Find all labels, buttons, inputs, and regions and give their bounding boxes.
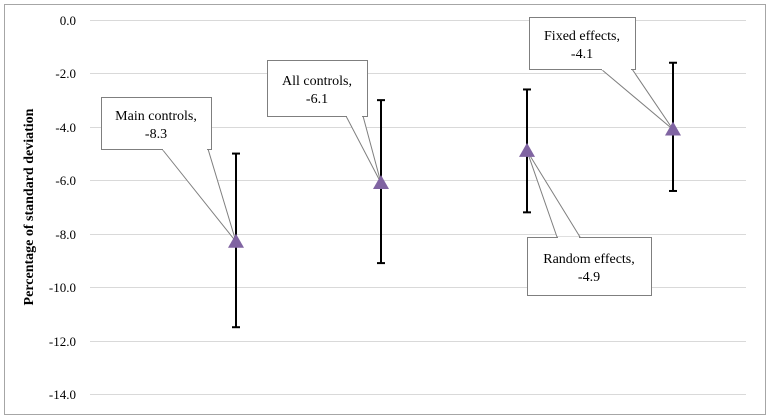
callout-value: -8.3 [145, 127, 167, 142]
data-point-marker [373, 174, 389, 189]
callout-label: Random effects, [543, 252, 635, 267]
y-axis-title: Percentage of standard deviation [22, 108, 37, 305]
data-point-marker [665, 121, 681, 136]
callout-pointer [599, 68, 674, 130]
y-tick-label: -8.0 [55, 227, 76, 242]
gridlines [90, 20, 746, 395]
point-markers [228, 121, 681, 248]
y-tick-label: -12.0 [49, 334, 76, 349]
y-tick-label: -6.0 [55, 173, 76, 188]
callout-pointer [345, 115, 382, 184]
data-label-callout: All controls, -6.1 [267, 60, 368, 118]
data-label-callout: Random effects, -4.9 [527, 236, 652, 296]
data-point-marker [519, 142, 535, 157]
callout-pointer [160, 148, 237, 243]
callout-label: Main controls, [115, 109, 197, 124]
chart-frame [4, 4, 766, 415]
data-label-callout: Main controls, -8.3 [101, 97, 212, 151]
y-tick-label: -14.0 [49, 387, 76, 402]
callout-value: -4.1 [571, 47, 593, 62]
callout-label: All controls, [282, 74, 352, 89]
callout-pointer [526, 150, 581, 238]
callout-box [527, 237, 652, 296]
callout-value: -6.1 [306, 92, 328, 107]
callout-box [267, 60, 368, 117]
callout-value: -4.9 [578, 270, 600, 285]
callout-connectors [160, 68, 674, 243]
y-tick-labels: 0.0 -2.0 -4.0 -6.0 -8.0 -10.0 -12.0 -14.0 [49, 13, 76, 402]
y-tick-label: -10.0 [49, 280, 76, 295]
callouts: Main controls, -8.3 All controls, -6.1Rando… [101, 17, 652, 296]
callout-box [529, 17, 636, 70]
callout-box [101, 97, 212, 150]
data-label-callout: Fixed effects, -4.1 [529, 17, 636, 71]
callout-label: Fixed effects, [544, 29, 620, 44]
data-point-marker [228, 233, 244, 248]
y-tick-label: -2.0 [55, 66, 76, 81]
y-tick-label: -4.0 [55, 120, 76, 135]
y-tick-label: 0.0 [60, 13, 76, 28]
